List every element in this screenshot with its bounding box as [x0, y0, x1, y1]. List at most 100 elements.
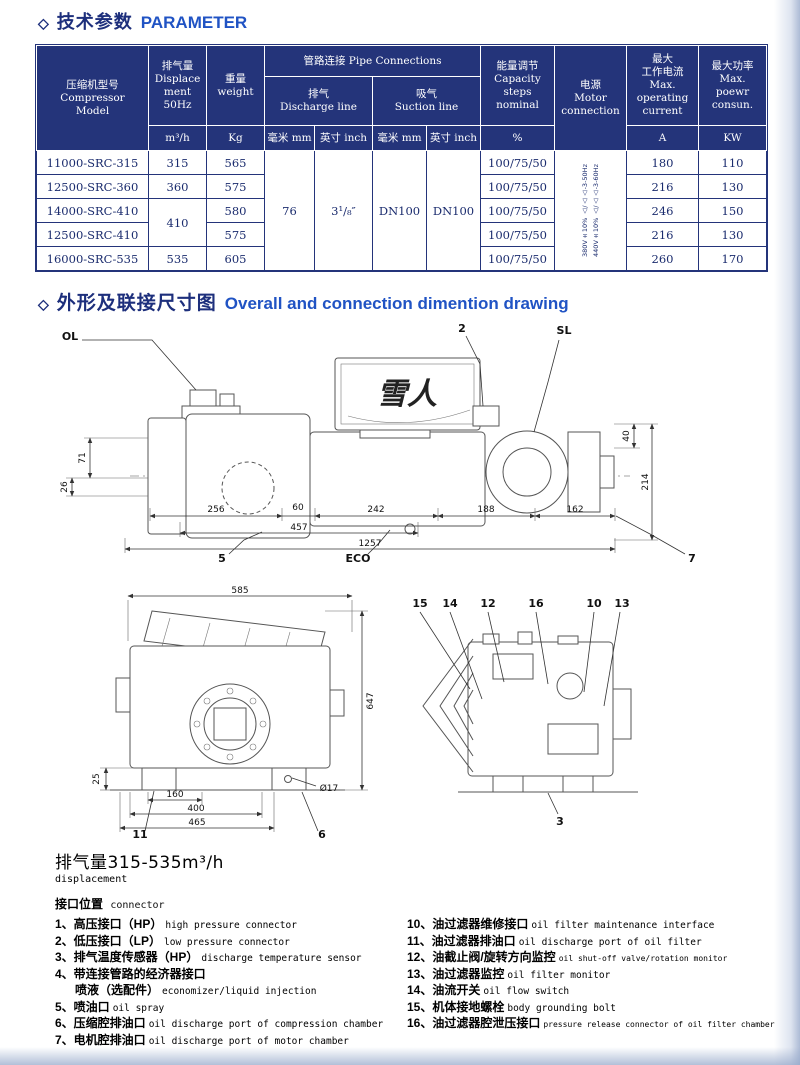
cell-discharge-mm: 76	[264, 150, 315, 271]
cell-current: 180	[626, 150, 699, 175]
port-label-SL: SL	[557, 324, 572, 337]
connector-list-left: 1、高压接口（HP）high pressure connector 2、低压接口…	[55, 916, 407, 1048]
title-parameter-en: PARAMETER	[140, 13, 248, 32]
side-view-drawing: 雪人 OL 2 SL 5 ECO 7	[60, 322, 696, 565]
dim-256: 256	[207, 505, 224, 515]
unit-discharge-inch: 英寸 inch	[314, 125, 373, 151]
cell-displacement: 410	[148, 198, 207, 247]
dim-dia17: Ø17	[320, 783, 339, 794]
cell-current: 260	[626, 246, 699, 271]
unit-power: KW	[698, 125, 767, 151]
cell-power: 170	[698, 246, 767, 271]
parameter-table-wrap: 压缩机型号 Compressor Model 排气量 Displace ment…	[35, 44, 768, 272]
part-label-11: 11	[132, 828, 147, 841]
part-label-5: 5	[218, 552, 226, 565]
dim-585: 585	[231, 586, 248, 596]
diamond-icon: ◇	[38, 15, 49, 31]
col-header-weight: 重量 weight	[206, 45, 265, 126]
logo-swoosh	[347, 409, 471, 424]
dim-25: 25	[92, 773, 102, 784]
cell-model: 12500-SRC-410	[36, 222, 149, 247]
dim-242: 242	[367, 505, 384, 515]
part-label-7: 7	[688, 552, 696, 565]
dim-457: 457	[290, 523, 307, 533]
cell-weight: 575	[206, 174, 265, 199]
parameter-table: 压缩机型号 Compressor Model 排气量 Displace ment…	[36, 45, 767, 271]
cell-model: 12500-SRC-360	[36, 174, 149, 199]
cell-current: 216	[626, 222, 699, 247]
dim-647: 647	[366, 692, 376, 709]
compressor-side-outline	[147, 357, 615, 539]
col-header-current: 最大 工作电流 Max. operating current	[626, 45, 699, 126]
cell-model: 16000-SRC-535	[36, 246, 149, 271]
cell-weight: 580	[206, 198, 265, 223]
cell-weight: 575	[206, 222, 265, 247]
cell-displacement: 360	[148, 174, 207, 199]
cell-capacity: 100/75/50	[480, 222, 555, 247]
section-title-dimension-drawing: ◇ 外形及联接尺寸图 Overall and connection diment…	[38, 288, 569, 315]
cell-model: 11000-SRC-315	[36, 150, 149, 175]
cell-current: 246	[626, 198, 699, 223]
part-label-6: 6	[318, 828, 326, 841]
table-row: 16000-SRC-535 535 605 100/75/50 260 170	[36, 246, 767, 271]
connector-heading: 接口位置 connector	[55, 895, 767, 912]
front-view-drawing: 585 647 25 160 400 465 Ø17 11	[92, 586, 376, 841]
port-label-ECO: ECO	[346, 552, 371, 565]
unit-capacity: %	[480, 125, 555, 151]
cell-capacity: 100/75/50	[480, 174, 555, 199]
col-header-discharge-line: 排气 Discharge line	[264, 76, 373, 126]
cell-capacity: 100/75/50	[480, 150, 555, 175]
port-label-OL: OL	[62, 330, 78, 343]
unit-discharge-mm: 毫米 mm	[264, 125, 315, 151]
compressor-detail-outline	[422, 631, 638, 793]
dim-26: 26	[60, 481, 70, 493]
cell-current: 216	[626, 174, 699, 199]
table-row: 12500-SRC-360 360 575 100/75/50 216 130	[36, 174, 767, 199]
unit-displacement: m³/h	[148, 125, 207, 151]
footer-text-block: 排气量315-535m³/h displacement 接口位置 connect…	[55, 848, 775, 1048]
unit-current: A	[626, 125, 699, 151]
unit-weight: Kg	[206, 125, 265, 151]
part-label-10: 10	[586, 597, 602, 610]
cell-capacity: 100/75/50	[480, 246, 555, 271]
col-header-suction-line: 吸气 Suction line	[372, 76, 481, 126]
part-label-14: 14	[442, 597, 458, 610]
connector-item: 喷液（选配件）economizer/liquid injection	[75, 983, 317, 997]
displacement-range-en: displacement	[55, 874, 128, 885]
connector-item: 3、排气温度传感器（HP）discharge temperature senso…	[55, 950, 362, 964]
col-header-motor: 电源 Motor connection	[554, 45, 627, 151]
page-edge-gradient-bottom	[0, 1047, 800, 1065]
dim-400: 400	[187, 804, 204, 814]
cell-weight: 565	[206, 150, 265, 175]
col-header-model: 压缩机型号 Compressor Model	[36, 45, 149, 151]
part-label-12: 12	[480, 597, 495, 610]
col-header-displacement: 排气量 Displace ment 50Hz	[148, 45, 207, 126]
cell-weight: 605	[206, 246, 265, 271]
displacement-range: 排气量315-535m³/h	[55, 853, 224, 873]
col-header-capacity: 能量调节 Capacity steps nominal	[480, 45, 555, 126]
dim-465: 465	[188, 818, 205, 828]
cell-discharge-inch: 3¹/₈″	[314, 150, 373, 271]
dim-188: 188	[477, 505, 494, 515]
part-label-2: 2	[458, 322, 466, 335]
dimension-lines: 256 60 242 188 162 457 1257 71 26	[60, 423, 658, 553]
connector-heading-zh: 接口位置	[55, 897, 104, 911]
table-row: 14000-SRC-410 410 580 100/75/50 246 150	[36, 198, 767, 247]
leader-11	[144, 790, 155, 832]
col-header-power: 最大功率 Max. poewr consun.	[698, 45, 767, 126]
motor-line-2: 440V±10% △/△△-3-60Hz	[591, 164, 600, 257]
dim-71: 71	[78, 452, 88, 463]
part-label-3: 3	[556, 815, 564, 828]
unit-suction-inch: 英寸 inch	[426, 125, 481, 151]
cell-power: 130	[698, 222, 767, 247]
diamond-icon: ◇	[38, 296, 49, 312]
table-row: 12500-SRC-410 575 100/75/50 216 130	[36, 222, 767, 247]
